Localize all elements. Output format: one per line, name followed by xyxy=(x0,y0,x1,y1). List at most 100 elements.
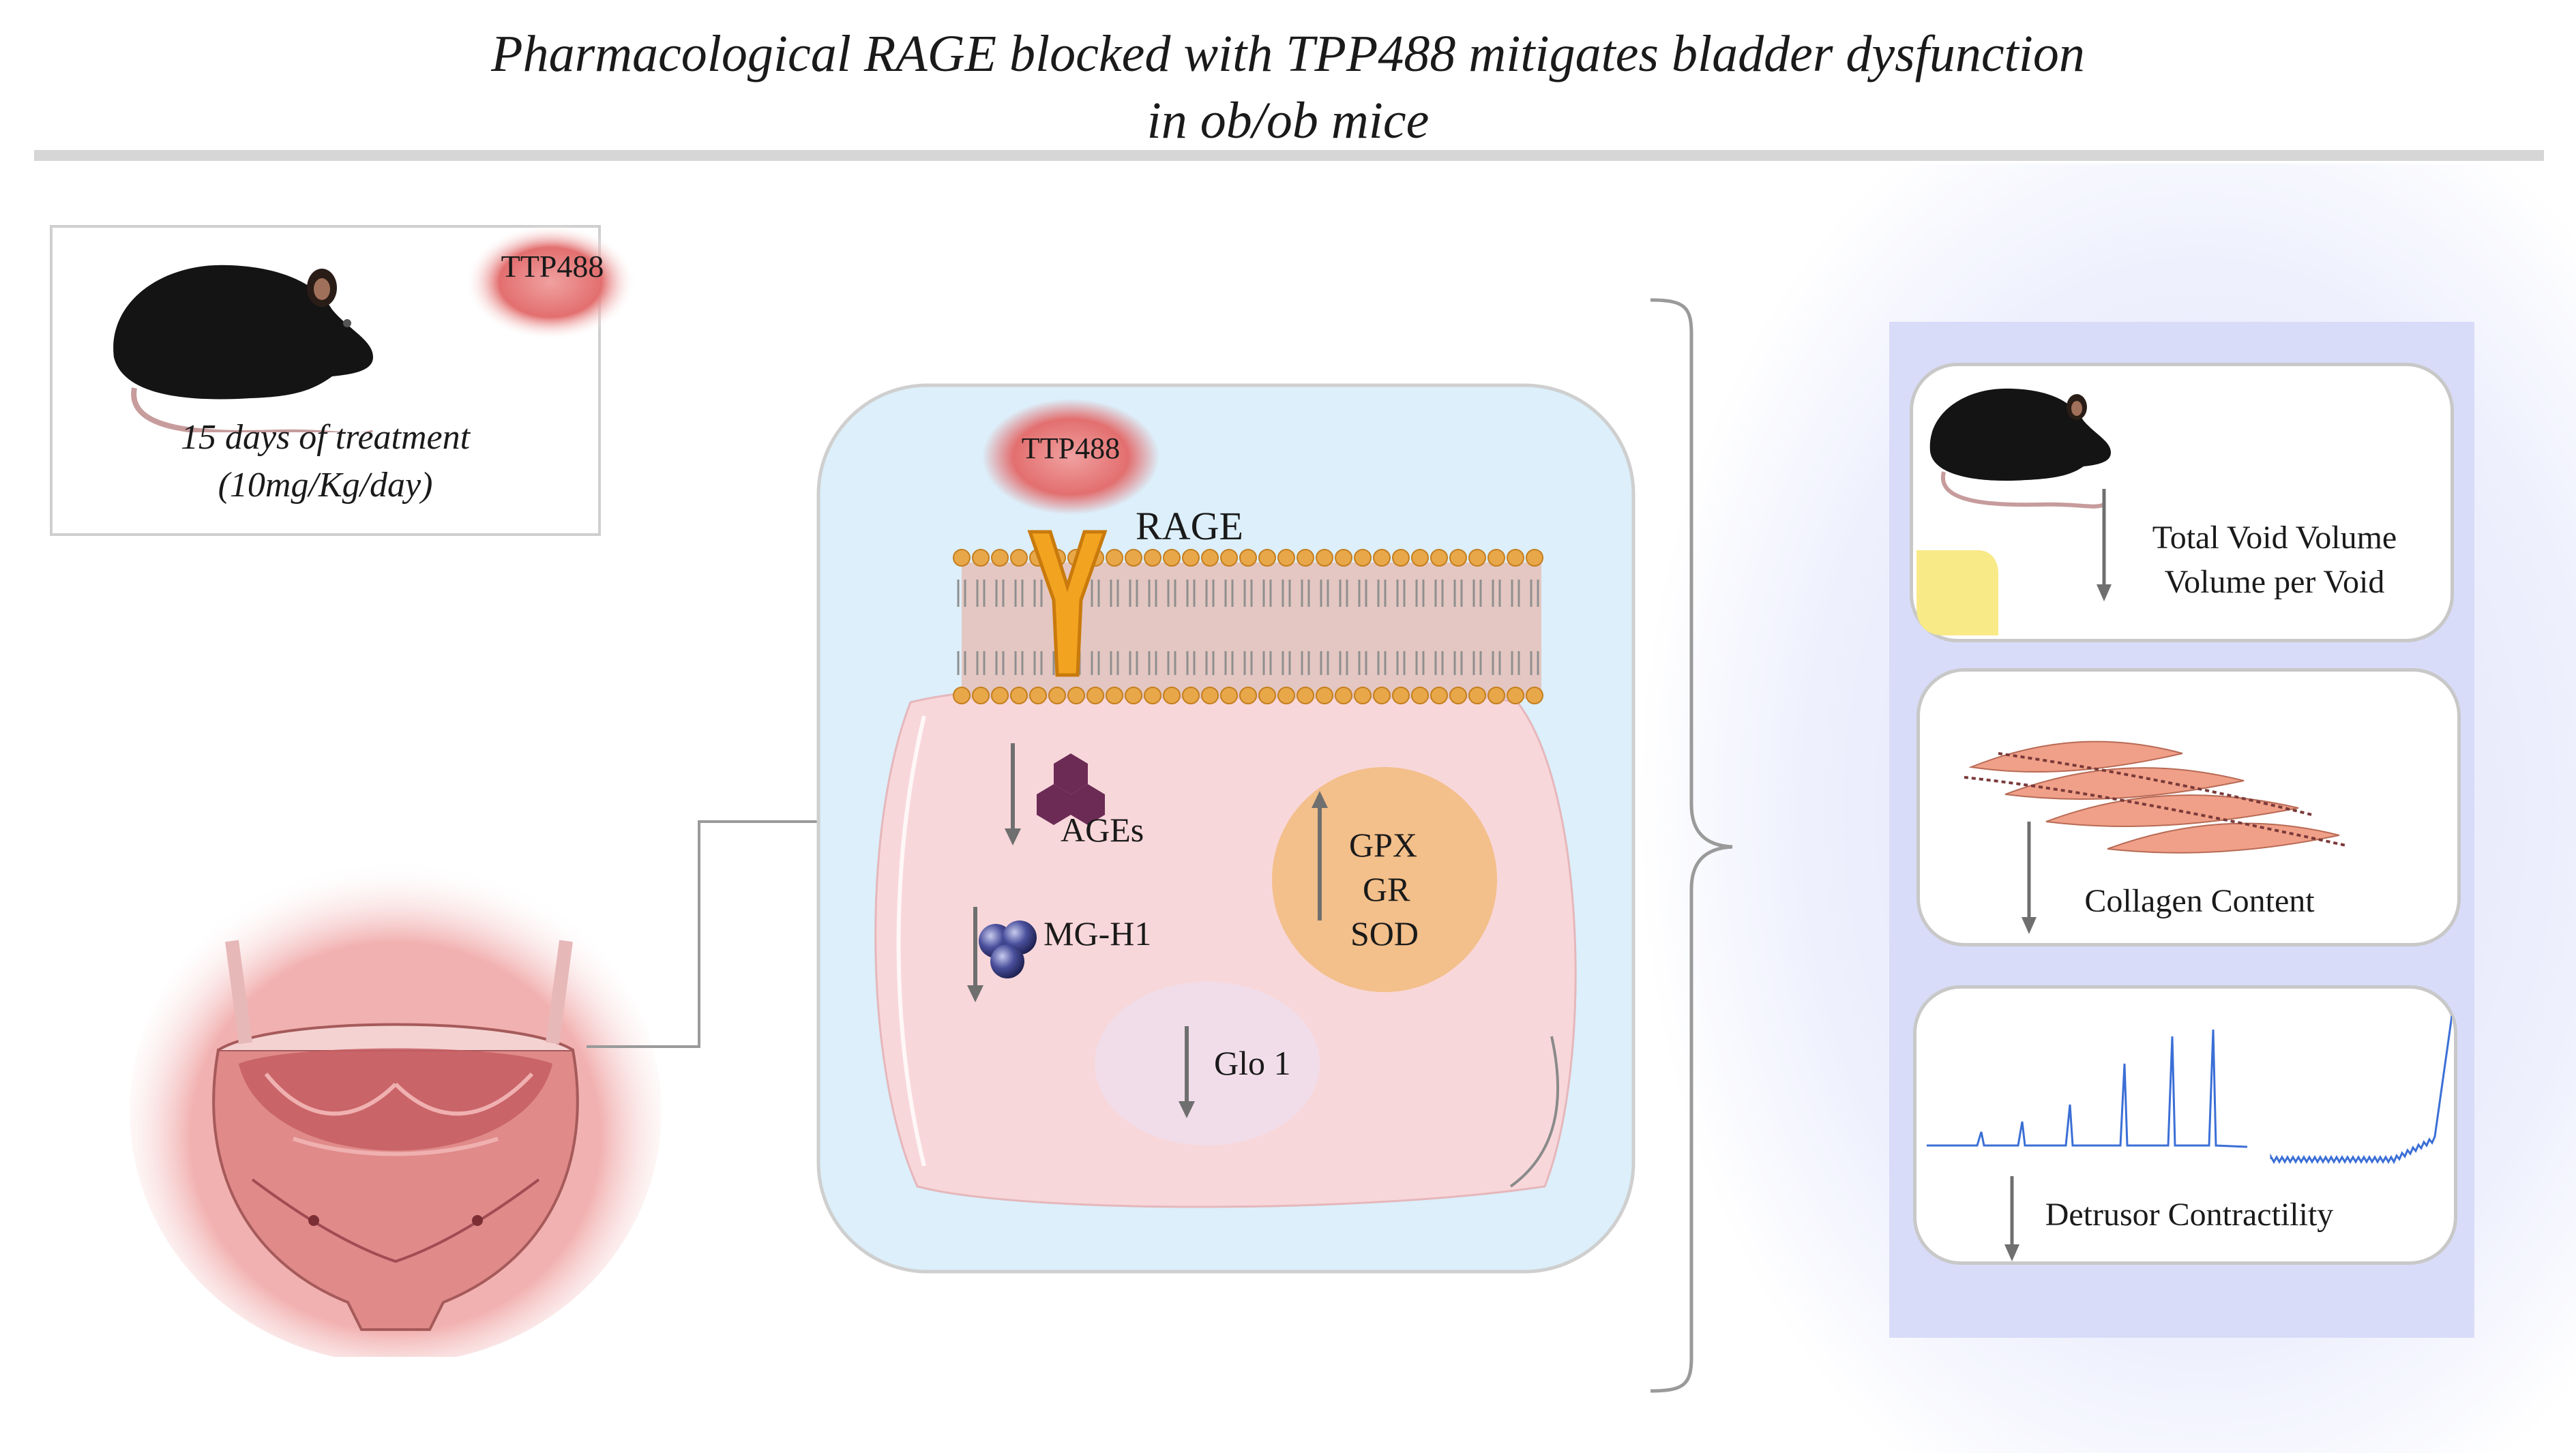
phospholipid-head xyxy=(1182,687,1200,704)
phospholipid-head xyxy=(1048,687,1066,704)
bladder-illustration xyxy=(130,859,662,1357)
phospholipid-head xyxy=(1392,549,1410,567)
phospholipid-head xyxy=(1411,687,1429,704)
phospholipid-head xyxy=(1373,549,1391,567)
phospholipid-head xyxy=(1449,549,1467,567)
detrusor-card: Detrusor Contractility xyxy=(1913,985,2457,1265)
phospholipid-head xyxy=(991,549,1009,567)
phospholipid-head xyxy=(1430,687,1448,704)
collagen-down-arrow-icon xyxy=(2022,822,2037,934)
phospholipid-head xyxy=(1354,549,1372,567)
phospholipid-head xyxy=(1220,687,1238,704)
cell-ttp488-pill-icon xyxy=(982,399,1159,515)
phospholipid-head xyxy=(1526,549,1543,567)
phospholipid-head xyxy=(1335,687,1352,704)
phospholipid-head xyxy=(1106,687,1123,704)
phospholipid-head xyxy=(1163,687,1181,704)
cell-diagram xyxy=(816,383,1635,1274)
phospholipid-head xyxy=(1507,549,1524,567)
outcomes-panel: Total Void Volume Volume per Void Collag… xyxy=(1889,322,2474,1338)
figure-title-line2: in ob/ob mice xyxy=(1146,92,1430,149)
title-divider xyxy=(34,150,2544,161)
phospholipid-head xyxy=(953,687,971,704)
phospholipid-head xyxy=(1277,687,1295,704)
antioxidant-circle xyxy=(1272,767,1497,992)
gr-label: GR xyxy=(1363,870,1410,908)
phospholipid-head xyxy=(1297,687,1314,704)
ttp488-label: TTP488 xyxy=(501,249,604,284)
cell-ttp488-label: TTP488 xyxy=(1021,432,1121,465)
collagen-content-label: Collagen Content xyxy=(2084,883,2315,919)
phospholipid-head xyxy=(1086,687,1104,704)
phospholipid-head xyxy=(1354,687,1372,704)
phospholipid-head xyxy=(1526,687,1543,704)
rage-label: RAGE xyxy=(1136,504,1243,548)
glo1-label: Glo 1 xyxy=(1214,1044,1291,1082)
sod-label: SOD xyxy=(1350,914,1419,953)
phospholipid-head xyxy=(1297,549,1314,567)
outcomes-bracket xyxy=(1650,298,1733,1393)
gpx-label: GPX xyxy=(1349,826,1418,864)
phospholipid-head xyxy=(1239,687,1257,704)
mgh1-label: MG-H1 xyxy=(1043,914,1152,953)
phospholipid-head xyxy=(1144,549,1161,567)
figure-title-line1: Pharmacological RAGE blocked with TPP488… xyxy=(491,25,2085,83)
phospholipid-head xyxy=(972,549,990,567)
phospholipid-head xyxy=(1010,687,1028,704)
phospholipid-head xyxy=(1392,687,1410,704)
phospholipid-head xyxy=(953,549,971,567)
phospholipid-head xyxy=(1411,549,1429,567)
phospholipid-head xyxy=(1468,687,1486,704)
phospholipid-head xyxy=(1373,687,1391,704)
volume-per-void-label: Volume per Void xyxy=(2164,564,2385,600)
phospholipid-head xyxy=(1468,549,1486,567)
voiding-mouse-icon xyxy=(1916,388,2111,635)
detrusor-contractility-label: Detrusor Contractility xyxy=(2045,1197,2334,1233)
collagen-card: Collagen Content xyxy=(1916,668,2461,946)
contractility-trace-chart xyxy=(1927,1015,2452,1165)
phospholipid-head xyxy=(972,687,990,704)
ages-label: AGEs xyxy=(1061,811,1144,849)
ttp488-pill-icon xyxy=(465,224,636,340)
phospholipid-head xyxy=(991,687,1009,704)
phospholipid-head xyxy=(1106,549,1123,567)
phospholipid-head xyxy=(1029,687,1047,704)
phospholipid-head xyxy=(1258,687,1276,704)
phospholipid-head xyxy=(1182,549,1200,567)
mgh1-spheres-icon xyxy=(979,920,1037,978)
phospholipid-head xyxy=(1067,687,1085,704)
phospholipid-head xyxy=(1220,549,1238,567)
regulation-arrows xyxy=(967,743,1328,1118)
detrusor-down-arrow-icon xyxy=(2004,1176,2019,1261)
phospholipid-head xyxy=(1125,549,1142,567)
voiding-card: Total Void Volume Volume per Void xyxy=(1910,363,2454,642)
mouse-icon xyxy=(113,265,373,432)
treatment-duration: 15 days of treatment xyxy=(180,418,471,457)
phospholipid-head xyxy=(1316,687,1333,704)
phospholipid-head xyxy=(1449,687,1467,704)
phospholipid-head xyxy=(1010,549,1028,567)
phospholipid-head xyxy=(1335,549,1352,567)
phospholipid-head xyxy=(1258,549,1276,567)
voiding-down-arrow-icon xyxy=(2097,489,2112,601)
rage-receptor-icon xyxy=(1027,530,1108,677)
treatment-box: TTP488 15 days of treatment (10mg/Kg/day… xyxy=(50,224,636,536)
phospholipid-head xyxy=(1487,549,1505,567)
glo1-region xyxy=(1095,982,1320,1145)
phospholipid-head xyxy=(1201,549,1219,567)
phospholipid-head xyxy=(1163,549,1181,567)
phospholipid-head xyxy=(1316,549,1333,567)
phospholipid-head xyxy=(1487,687,1505,704)
phospholipid-head xyxy=(1201,687,1219,704)
treatment-dose: (10mg/Kg/day) xyxy=(218,466,433,505)
phospholipid-head xyxy=(1507,687,1524,704)
phospholipid-head xyxy=(1430,549,1448,567)
bladder-cell-connector xyxy=(587,820,818,1048)
phospholipid-head xyxy=(1239,549,1257,567)
phospholipid-head xyxy=(1277,549,1295,567)
smooth-muscle-cells-icon xyxy=(1964,740,2347,854)
phospholipid-head xyxy=(1125,687,1142,704)
total-void-volume-label: Total Void Volume xyxy=(2152,520,2397,556)
phospholipid-head xyxy=(1144,687,1161,704)
ages-hexagon-icon xyxy=(1037,753,1105,825)
